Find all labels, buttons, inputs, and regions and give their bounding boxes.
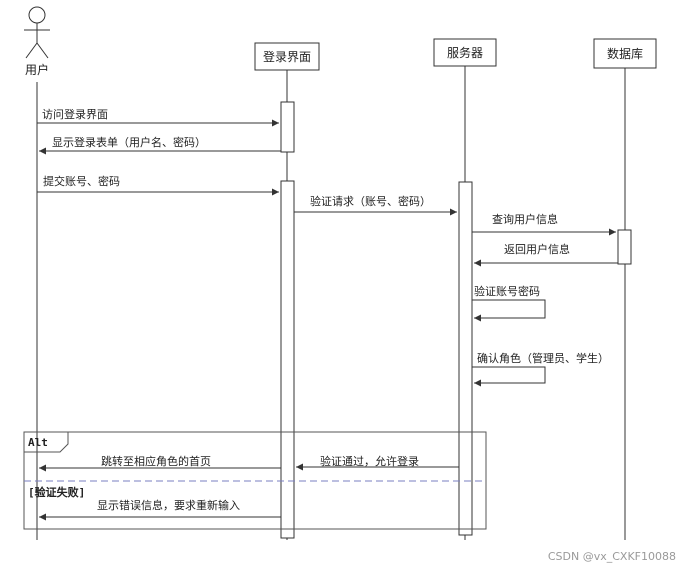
login-page-activation-1 xyxy=(280,101,295,153)
login-page-activation-2 xyxy=(280,180,295,539)
database-activation xyxy=(617,229,632,265)
message-label-9: 验证通过，允许登录 xyxy=(320,454,419,468)
message-label-6: 返回用户信息 xyxy=(504,242,570,256)
message-label-10: 跳转至相应角色的首页 xyxy=(101,454,211,468)
message-label-4: 验证请求（账号、密码） xyxy=(310,194,431,208)
alt-fragment-tab xyxy=(24,432,69,453)
message-arrow-7-self xyxy=(472,299,546,322)
participant-login-page-label: 登录界面 xyxy=(263,49,311,64)
message-label-7: 验证账号密码 xyxy=(474,284,540,298)
participant-login-page-box xyxy=(254,42,320,71)
alt-else-guard: [验证失败] xyxy=(28,485,85,499)
message-label-8: 确认角色（管理员、学生） xyxy=(477,351,609,365)
message-label-2: 显示登录表单（用户名、密码） xyxy=(52,135,206,149)
participant-database-label: 数据库 xyxy=(607,46,643,61)
user-actor-icon xyxy=(24,6,50,59)
participant-server-label: 服务器 xyxy=(447,45,483,60)
participant-user-label: 用户 xyxy=(25,62,49,77)
message-label-1: 访问登录界面 xyxy=(42,107,108,121)
message-label-11: 显示错误信息，要求重新输入 xyxy=(97,498,240,512)
server-activation xyxy=(458,181,473,536)
message-arrow-8-self xyxy=(472,366,546,387)
message-label-3: 提交账号、密码 xyxy=(43,174,120,188)
participant-database-box xyxy=(593,38,657,69)
participant-server-box xyxy=(433,38,497,67)
message-label-5: 查询用户信息 xyxy=(492,212,558,226)
alt-operator-label: Alt xyxy=(28,436,48,449)
watermark-text: CSDN @vx_CXKF10088 xyxy=(548,550,676,563)
